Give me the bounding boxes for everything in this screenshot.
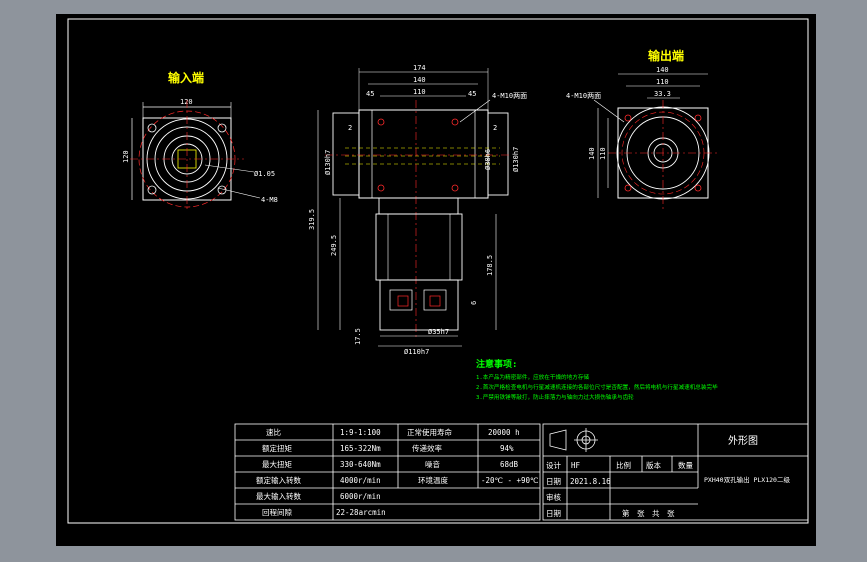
front-dim-140: 140 xyxy=(413,76,426,84)
date-value: 2021.8.16 xyxy=(570,477,611,486)
front-dim-6: 6 xyxy=(470,301,478,305)
ratio-label: 比例 xyxy=(616,460,631,470)
input-dim-top: 120 xyxy=(180,98,193,106)
front-dim-2-right: 2 xyxy=(493,124,497,132)
drawing-border xyxy=(67,18,809,524)
spec-row-1-label: 速比 xyxy=(266,427,281,437)
front-dim-dia-right: Ø130h7 xyxy=(512,147,520,172)
spec-row-4-label: 额定输入转数 xyxy=(256,475,301,485)
spec-row-2-label2: 传递效率 xyxy=(412,443,442,453)
input-end-title: 输入端 xyxy=(168,70,204,85)
sheets-label: 第 张 共 张 xyxy=(622,508,675,518)
front-dim-249: 249.5 xyxy=(330,235,338,256)
spec-table-text: 速比 1:9-1:100 正常使用寿命 20000 h 额定扭矩 165-322… xyxy=(256,427,539,517)
front-dim-45-right: 45 xyxy=(468,90,476,98)
spec-row-1-label2: 正常使用寿命 xyxy=(407,427,452,437)
drawing-title: 外形图 xyxy=(728,435,758,447)
spec-row-1-value2: 20000 h xyxy=(488,428,520,437)
review-label: 审核 xyxy=(546,492,561,502)
spec-row-3-value: 330-640Nm xyxy=(340,460,381,469)
front-dim-17: 17.5 xyxy=(354,328,362,345)
spec-row-4-label2: 环境温度 xyxy=(418,475,448,485)
spec-row-3-label: 最大扭矩 xyxy=(262,459,292,469)
notes-line-1: 1.本产品为精密部件，应放在干燥的地方存储 xyxy=(476,373,589,381)
design-label: 设计 xyxy=(546,460,561,470)
spec-row-1-value: 1:9-1:100 xyxy=(340,428,381,437)
input-dim-left: 120 xyxy=(122,150,130,163)
spec-row-2-value: 165-322Nm xyxy=(340,444,381,453)
title-block xyxy=(542,423,809,521)
front-dim-45-left: 45 xyxy=(366,90,374,98)
input-label-dia: Ø1.05 xyxy=(254,170,275,178)
date2-label: 日期 xyxy=(546,509,561,518)
date-label: 日期 xyxy=(546,477,561,486)
front-dim-174: 174 xyxy=(413,64,426,72)
version-label: 版本 xyxy=(646,460,661,470)
front-dim-2-left: 2 xyxy=(348,124,352,132)
front-dim-bottom-outer: Ø110h7 xyxy=(404,348,429,356)
spec-row-6-value: 22-28arcmin xyxy=(336,508,386,517)
spec-row-6-label: 回程间隙 xyxy=(262,508,292,517)
input-label-bolt: 4-M8 xyxy=(261,196,278,204)
output-end-view: 输出端 140 110 33.3 4-M10两面 140 110 xyxy=(566,48,720,210)
output-dim-140: 140 xyxy=(656,66,669,74)
front-view: 174 140 110 45 45 4-M10两面 2 2 Ø130h7 Ø38… xyxy=(308,64,527,356)
spec-row-5-label: 最大输入转数 xyxy=(256,491,301,501)
front-dim-dia-mid: Ø38h6 xyxy=(484,149,492,170)
spec-row-3-value2: 68dB xyxy=(500,460,519,469)
notes-line-2: 2.首次严格检查电机与行星减速机连接的各部位尺寸是否配置，然后将电机与行星减速机… xyxy=(476,383,718,391)
notes-line-3: 3.严禁用铁锤等敲打，防止摔落力与轴向力过大损伤轴承与齿轮 xyxy=(476,393,634,401)
spec-table xyxy=(234,423,541,521)
front-dim-110: 110 xyxy=(413,88,426,96)
spec-row-2-value2: 94% xyxy=(500,444,514,453)
input-end-view: 输入端 120 120 Ø1.05 4-M8 xyxy=(122,70,278,212)
design-value: HF xyxy=(571,461,581,470)
front-dim-178: 178.5 xyxy=(486,255,494,276)
spec-row-5-value: 6000r/min xyxy=(340,492,381,501)
output-label-holes: 4-M10两面 xyxy=(566,92,601,100)
spec-row-2-label: 额定扭矩 xyxy=(262,443,292,453)
spec-row-4-value2: -20℃ - +90℃ xyxy=(481,476,539,485)
title-block-text: 外形图 PXH40双孔输出 PLX120二级 设计 HF 比例 版本 数量 日期… xyxy=(546,435,790,518)
output-dim-left-140: 140 xyxy=(588,147,596,160)
front-label-holes: 4-M10两面 xyxy=(492,92,527,100)
front-dim-319: 319.5 xyxy=(308,209,316,230)
front-dim-dia-left: Ø130h7 xyxy=(324,150,332,175)
front-dim-bottom-inner: Ø35h7 xyxy=(428,328,449,336)
spec-row-4-value: 4000r/min xyxy=(340,476,381,485)
output-dim-110: 110 xyxy=(656,78,669,86)
output-dim-33: 33.3 xyxy=(654,90,671,98)
output-end-title: 输出端 xyxy=(648,48,684,63)
notes-block: 注意事项: 1.本产品为精密部件，应放在干燥的地方存储 2.首次严格检查电机与行… xyxy=(476,358,718,401)
projection-symbol xyxy=(549,428,598,452)
part-name: PXH40双孔输出 PLX120二级 xyxy=(704,475,790,484)
spec-row-3-label2: 噪音 xyxy=(425,459,440,469)
notes-title: 注意事项: xyxy=(476,358,517,370)
qty-label: 数量 xyxy=(678,460,693,470)
output-dim-left-110: 110 xyxy=(599,147,607,160)
